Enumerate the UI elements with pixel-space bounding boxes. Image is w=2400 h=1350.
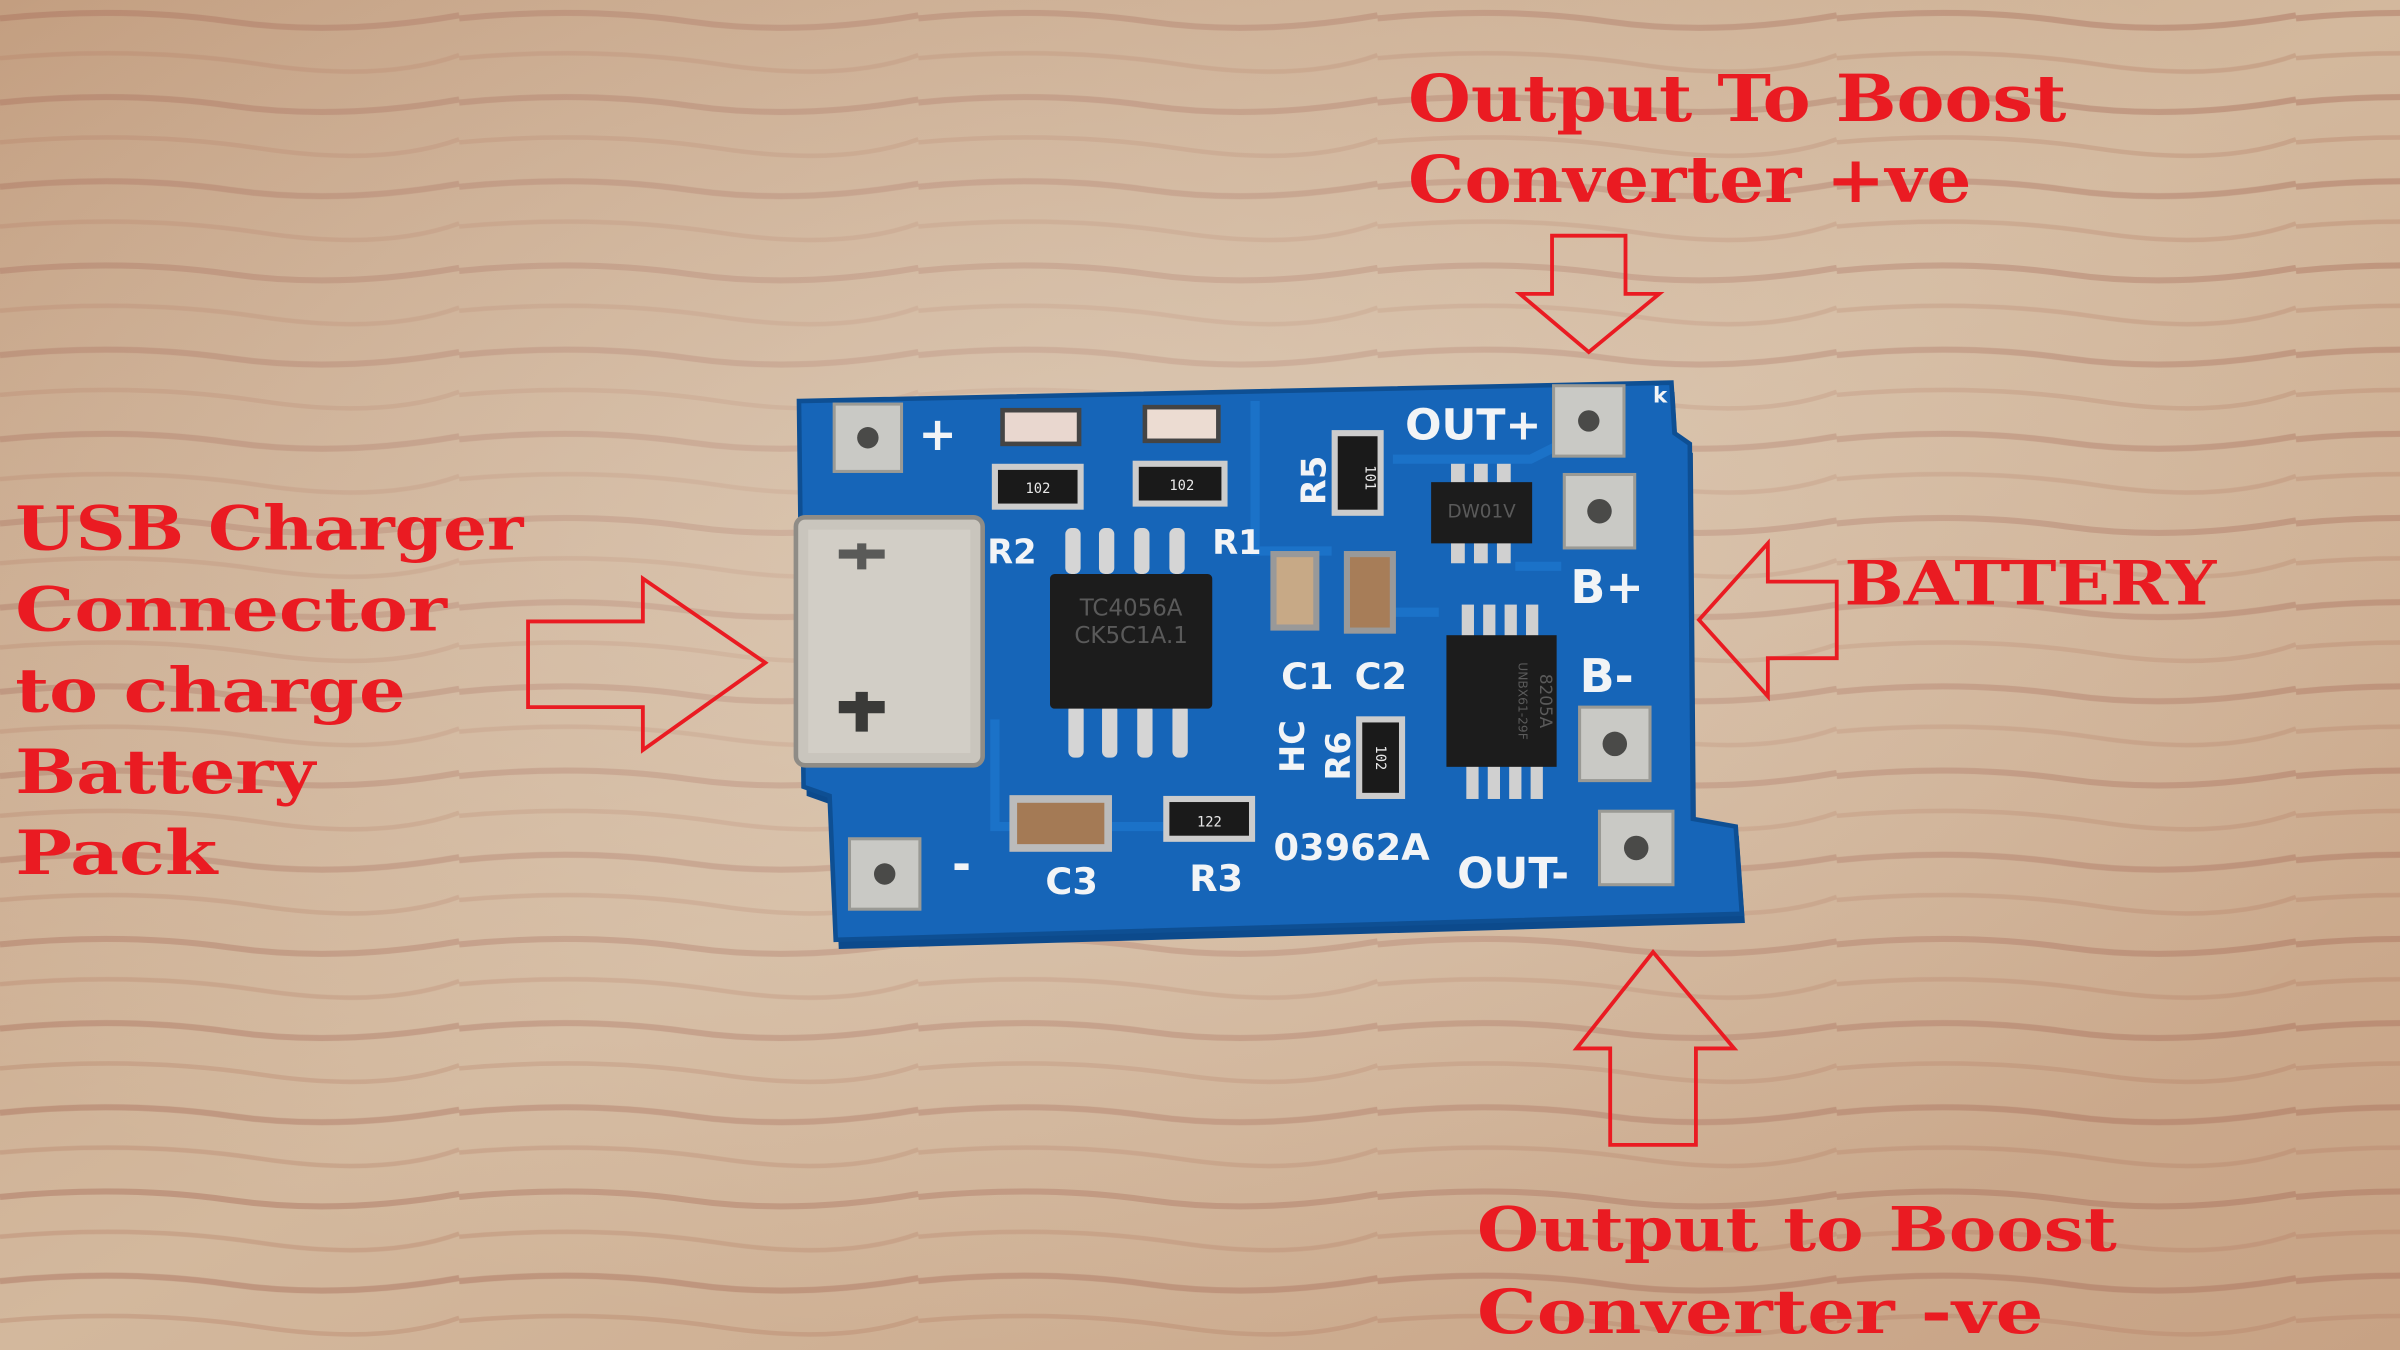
resistor-r2 [991,463,1084,510]
silk-r3: R3 [1189,857,1243,900]
arrow-right-icon [526,574,769,754]
resistor-r2-code: 102 [1026,481,1051,497]
top-components: 102 102 101 102 122 [991,404,1406,852]
charger-chip-marking: TC4056A [1079,595,1183,621]
arrow-down-icon [1514,233,1665,355]
silk-k: k [1653,384,1668,409]
silk-out-plus: OUT+ [1405,400,1541,450]
ic-8205a: 8205A UNBX61-29F [1446,604,1557,799]
mosfet-chip-marking: 8205A [1536,674,1556,729]
ic-tc4056a: TC4056A CK5C1A.1 [1050,528,1213,758]
left-label-line4: Battery [15,737,318,808]
led-2 [1142,404,1221,444]
pad-minus [847,837,922,911]
capacitor-c2 [1343,551,1396,634]
battery-label: BATTERY [1844,549,2217,620]
silk-minus: - [952,837,971,891]
capacitor-c1 [1270,551,1320,631]
left-label-line2: Connector [15,575,448,646]
charger-chip-batch: CK5C1A.1 [1074,623,1187,649]
resistor-r1-code: 102 [1169,478,1194,494]
resistor-r1 [1132,460,1228,507]
resistor-r6 [1356,716,1406,799]
left-label-line1: USB Charger [15,493,524,564]
capacitor-c3 [1009,795,1112,852]
led-1 [1000,407,1082,447]
pad-holes [857,410,1649,885]
silk-c2: C2 [1355,655,1408,698]
resistor-r5 [1331,430,1384,516]
mosfet-chip-batch: UNBX61-29F [1515,662,1529,739]
silk-r2: R2 [987,532,1036,571]
top-label-line2: Converter +ve [1408,143,1971,218]
silk-board-code: 03962A [1273,826,1430,869]
left-label-line3: to charge [15,656,405,727]
protector-chip-marking: DW01V [1448,501,1517,522]
bottom-label-line1: Output to Boost [1477,1195,2117,1266]
solder-pads [832,384,1675,911]
silk-out-minus: OUT- [1457,849,1569,899]
bottom-label-line2: Converter -ve [1477,1277,2043,1348]
silk-b-plus: B+ [1570,560,1643,614]
silk-c1: C1 [1281,655,1334,698]
silk-r6: R6 [1319,731,1358,780]
silkscreen: OUT+ B+ B- OUT- + - k R2 R1 R3 C3 C1 C2 … [918,384,1668,903]
silk-c3: C3 [1045,860,1098,903]
annotation-labels: Output To Boost Converter +ve USB Charge… [15,62,2217,1348]
resistor-r6-code: 102 [1372,745,1388,770]
resistor-r3-code: 122 [1197,815,1222,831]
arrow-up-icon [1572,949,1739,1147]
silk-b-minus: B- [1580,649,1634,703]
charger-board: 102 102 101 102 122 TC4056A CK5C1A.1 [793,380,1745,949]
silk-r5: R5 [1295,456,1334,505]
arrow-left-icon [1696,538,1839,702]
micro-usb-connector [793,515,985,768]
top-label-line1: Output To Boost [1408,62,2067,137]
ic-dw01v: DW01V [1431,463,1533,564]
silk-hc: HC [1273,720,1312,773]
annotation-arrows [526,233,1839,1147]
silk-plus: + [918,407,956,461]
silk-r1: R1 [1212,523,1261,562]
resistor-r5-code: 101 [1361,465,1377,490]
resistor-r3 [1163,795,1256,842]
left-label-line5: Pack [15,818,219,889]
